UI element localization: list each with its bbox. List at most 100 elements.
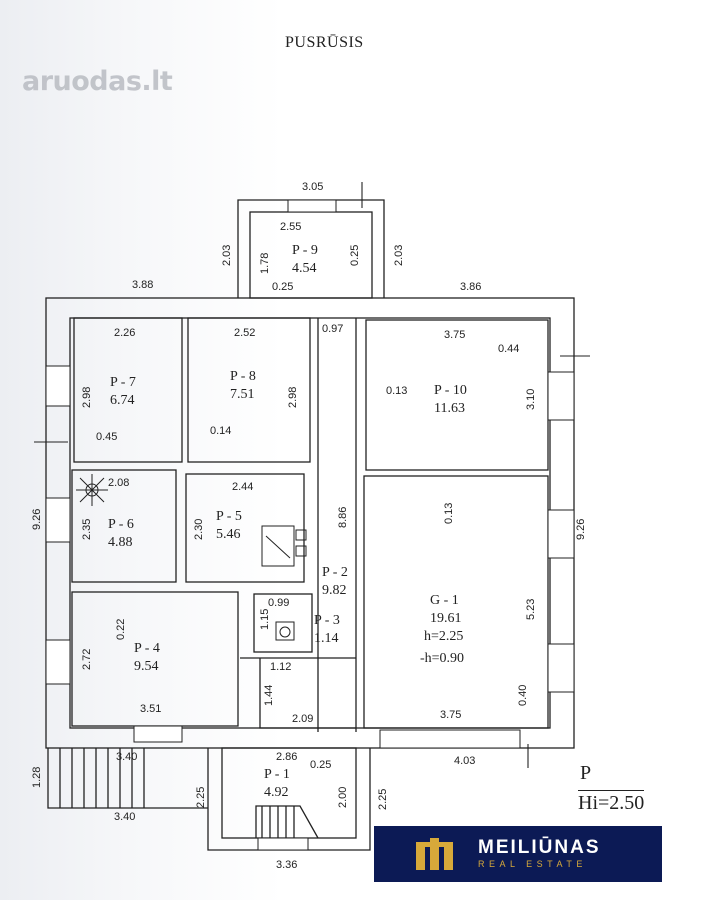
room-code: P - 7: [110, 375, 136, 390]
room-depth: -h=0.90: [420, 651, 464, 666]
brand-tagline: REAL ESTATE: [478, 859, 587, 869]
dimension-label: 1.15: [259, 609, 271, 630]
windows: [45, 199, 575, 851]
window-p7: [45, 365, 71, 407]
room-p5-wall: [185, 473, 305, 583]
boiler-diagonal: [265, 535, 291, 559]
brand-logo-icon: [414, 836, 458, 872]
dimension-label: 3.88: [132, 279, 153, 291]
utilities: [76, 474, 307, 641]
dimension-label: 0.14: [210, 425, 231, 437]
room-area: 4.54: [292, 261, 317, 276]
room-height: h=2.25: [424, 629, 463, 644]
room-area: 4.92: [264, 785, 289, 800]
dimension-label: 2.30: [193, 519, 205, 540]
dimension-label: 9.26: [575, 519, 587, 540]
room-area: 19.61: [430, 611, 462, 626]
light-rays-icon: [76, 474, 108, 506]
window-g1-lower: [547, 643, 575, 693]
plan-title: PUSRŪSIS: [285, 34, 364, 51]
dimension-label: 2.35: [81, 519, 93, 540]
dimension-label: 2.86: [276, 751, 297, 763]
p2-lower-walls: [240, 657, 356, 729]
room-g1-wall: [363, 475, 549, 729]
brand-banner: MEILIŪNAS REAL ESTATE: [374, 826, 662, 882]
dimension-label: 2.00: [337, 787, 349, 808]
dimension-label: 0.13: [443, 503, 455, 524]
room-area: 5.46: [216, 527, 241, 542]
dimension-label: 3.86: [460, 281, 481, 293]
dimension-label: 2.44: [232, 481, 253, 493]
dimension-label: 0.25: [349, 245, 361, 266]
dimension-label: 3.40: [114, 811, 135, 823]
window-p9: [287, 199, 337, 213]
watermark-logo: aruodas.lt: [22, 66, 173, 97]
dimension-label: 1.12: [270, 661, 291, 673]
dimension-label: 4.03: [454, 755, 475, 767]
boiler-icon: [261, 525, 295, 567]
dimension-label: 0.99: [268, 597, 289, 609]
dimension-label: 3.05: [302, 181, 323, 193]
dimension-label: 2.55: [280, 221, 301, 233]
dimension-labels: 3.05 2.55 1.78 0.25 2.03 2.03 0.25 3.88 …: [31, 181, 587, 871]
dimension-label: 3.36: [276, 859, 297, 871]
entrance-stair: [255, 805, 319, 839]
window-p6: [45, 497, 71, 543]
dimension-label: 0.25: [310, 759, 331, 771]
room-code: P - 6: [108, 517, 134, 532]
stairs-outline: [47, 748, 208, 809]
dimension-label: 0.40: [517, 685, 529, 706]
dimension-label: 2.72: [81, 649, 93, 670]
toilet-bowl-icon: [279, 626, 291, 638]
dimension-label: 2.08: [108, 477, 129, 489]
dimension-label: 8.86: [337, 507, 349, 528]
room-area: 7.51: [230, 387, 255, 402]
window-p4-bottom: [133, 725, 183, 743]
room-code: P - 1: [264, 767, 290, 782]
room-p7-wall: [73, 317, 183, 463]
toilet-icon: [275, 621, 295, 641]
dimension-label: 2.98: [287, 387, 299, 408]
dimension-label: 2.25: [377, 789, 389, 810]
dimension-label: 2.26: [114, 327, 135, 339]
room-code: P - 9: [292, 243, 318, 258]
dimension-label: 2.03: [221, 245, 233, 266]
room-code: P - 4: [134, 641, 160, 656]
dimension-label: 0.45: [96, 431, 117, 443]
room-code: P - 2: [322, 565, 348, 580]
room-code: P - 5: [216, 509, 242, 524]
dimension-label: 5.23: [525, 599, 537, 620]
dimension-label: 9.26: [31, 509, 43, 530]
outlet-icon: [295, 545, 307, 557]
window-g1-upper: [547, 509, 575, 559]
room-area: 9.54: [134, 659, 159, 674]
legend-height: Hi=2.50: [578, 790, 645, 814]
room-area: 4.88: [108, 535, 133, 550]
room-area: 6.74: [110, 393, 135, 408]
dimension-label: 0.13: [386, 385, 407, 397]
window-g1-door: [379, 729, 521, 749]
dimension-label: 0.22: [115, 619, 127, 640]
dimension-label: 0.25: [272, 281, 293, 293]
room-code: G - 1: [430, 593, 459, 608]
room-area: 1.14: [314, 631, 339, 646]
dimension-label: 3.10: [525, 389, 537, 410]
section-arrows: [34, 182, 590, 768]
room-labels: P - 9 4.54 P - 7 6.74 P - 8 7.51 P - 10 …: [108, 243, 467, 800]
outlet-icon: [295, 529, 307, 541]
room-code: P - 8: [230, 369, 256, 384]
room-p3-wall: [253, 593, 313, 653]
dimension-label: 1.78: [259, 253, 271, 274]
room-p8-wall: [187, 317, 311, 463]
dimension-label: 0.97: [322, 323, 343, 335]
room-p6-wall: [71, 469, 177, 583]
corridor-walls: [317, 318, 357, 732]
dimension-label: 2.09: [292, 713, 313, 725]
dimension-label: 3.75: [440, 709, 461, 721]
dimension-label: 2.25: [195, 787, 207, 808]
room-code: P - 10: [434, 383, 467, 398]
dimension-label: 2.03: [393, 245, 405, 266]
stair-treads: [59, 748, 145, 808]
window-p10: [547, 371, 575, 421]
